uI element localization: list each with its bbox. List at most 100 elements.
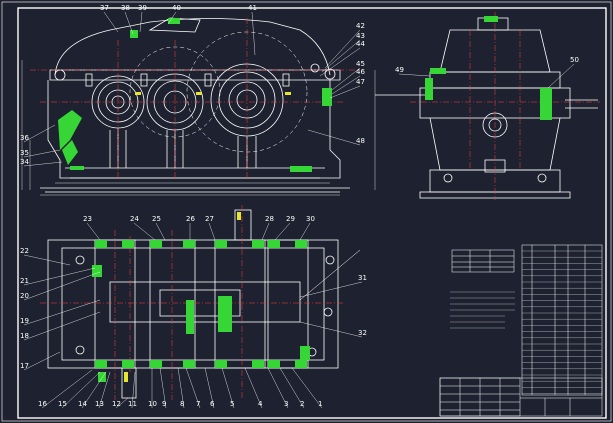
- leader-line-15: [61, 371, 101, 409]
- part-label-41: 41: [248, 4, 257, 12]
- parts-list-table: [521, 244, 603, 396]
- leader-line-28: [261, 222, 270, 241]
- leader-line-48: [307, 129, 361, 146]
- leader-line-50: [547, 63, 575, 89]
- leader-line-24: [133, 222, 156, 241]
- part-label-24: 24: [130, 215, 139, 223]
- part-label-40: 40: [172, 4, 181, 12]
- part-label-38: 38: [121, 4, 130, 12]
- leader-line-4: [244, 367, 263, 409]
- part-label-19: 19: [20, 317, 29, 325]
- part-label-26: 26: [186, 215, 195, 223]
- leader-line-36: [23, 124, 56, 143]
- part-label-14: 14: [78, 400, 87, 408]
- part-label-4: 4: [258, 400, 263, 408]
- part-label-34: 34: [20, 158, 29, 166]
- leader-line-32: [299, 321, 363, 338]
- part-label-31: 31: [358, 274, 367, 282]
- part-label-28: 28: [265, 215, 274, 223]
- leader-line-35: [23, 149, 61, 158]
- leader-line-42: [324, 29, 361, 69]
- leader-line-22: [23, 254, 71, 266]
- leader-line-34: [23, 161, 63, 167]
- part-label-30: 30: [306, 215, 315, 223]
- leader-line-37: [103, 11, 119, 33]
- title-block: [439, 377, 603, 417]
- leader-line-44: [319, 47, 361, 77]
- part-label-17: 17: [20, 362, 29, 370]
- leader-line-11: [131, 371, 136, 409]
- leader-line-41: [251, 11, 256, 56]
- plan-view: [47, 209, 361, 399]
- part-label-3: 3: [284, 400, 288, 408]
- plan-centerlines: [40, 205, 345, 400]
- part-label-15: 15: [58, 400, 67, 408]
- part-label-45: 45: [356, 60, 365, 68]
- part-label-16: 16: [38, 400, 47, 408]
- part-label-7: 7: [196, 400, 200, 408]
- leader-line-31: [299, 281, 363, 298]
- side-hatch: [425, 16, 552, 120]
- leader-line-46: [331, 75, 361, 95]
- side-view: [374, 17, 598, 199]
- side-centerlines: [410, 12, 600, 200]
- leader-line-45: [331, 67, 361, 91]
- part-label-9: 9: [162, 400, 166, 408]
- leader-line-5: [221, 367, 235, 409]
- technical-notes-block: [450, 249, 515, 329]
- part-label-8: 8: [180, 400, 184, 408]
- plan-yellow-marks: [124, 212, 241, 382]
- inner-frame: [17, 7, 607, 419]
- leader-line-49: [398, 73, 431, 77]
- part-label-35: 35: [20, 149, 29, 157]
- part-label-32: 32: [358, 329, 367, 337]
- leader-line-1: [291, 367, 323, 409]
- part-label-39: 39: [138, 4, 147, 12]
- leader-line-25: [155, 222, 166, 241]
- part-label-10: 10: [148, 400, 157, 408]
- part-label-12: 12: [112, 400, 121, 408]
- leader-line-9: [159, 367, 167, 409]
- leader-line-47: [329, 85, 361, 99]
- leader-line-16: [41, 369, 93, 409]
- part-label-49: 49: [395, 66, 404, 74]
- leader-line-2: [279, 367, 305, 409]
- leader-line-13: [98, 371, 111, 409]
- part-label-29: 29: [286, 215, 295, 223]
- part-label-42: 42: [356, 22, 365, 30]
- leader-line-8: [177, 367, 185, 409]
- leader-line-3: [267, 367, 289, 409]
- part-label-46: 46: [356, 68, 365, 76]
- part-label-25: 25: [152, 215, 161, 223]
- part-label-37: 37: [100, 4, 109, 12]
- parts-list-rows: [522, 250, 602, 394]
- part-label-21: 21: [20, 277, 29, 285]
- part-label-36: 36: [20, 134, 29, 142]
- part-label-13: 13: [95, 400, 104, 408]
- part-label-6: 6: [210, 400, 215, 408]
- part-label-18: 18: [20, 332, 29, 340]
- leader-line-12: [115, 397, 129, 409]
- part-label-47: 47: [356, 78, 365, 86]
- part-label-1: 1: [318, 400, 322, 408]
- part-label-43: 43: [356, 32, 365, 40]
- part-label-50: 50: [570, 56, 579, 64]
- part-label-48: 48: [356, 137, 365, 145]
- leader-line-43: [321, 39, 361, 73]
- leader-line-20: [23, 271, 101, 301]
- part-label-22: 22: [20, 247, 29, 255]
- leader-line-17: [23, 351, 61, 371]
- part-label-23: 23: [83, 215, 92, 223]
- part-label-20: 20: [20, 292, 29, 300]
- part-label-2: 2: [300, 400, 304, 408]
- plan-hatch: [92, 240, 310, 382]
- part-label-27: 27: [205, 215, 214, 223]
- leader-line-14: [81, 371, 107, 409]
- leader-lines: [23, 11, 575, 409]
- leader-line-18: [23, 311, 101, 341]
- part-label-11: 11: [128, 400, 137, 408]
